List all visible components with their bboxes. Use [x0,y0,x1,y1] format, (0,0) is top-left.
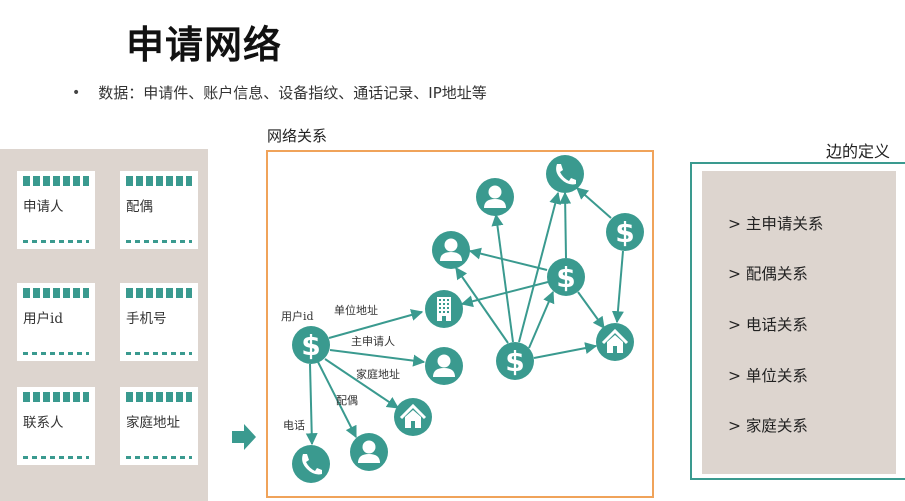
person-icon [425,347,463,385]
edge [559,191,572,259]
label-spouse: 配偶 [336,394,358,407]
entity-card-user-id: 用户id [17,283,95,361]
edge [577,291,605,329]
card-stripe-top [23,176,89,186]
card-stripe-top [126,288,192,298]
edge-item-work: > 单位关系 [728,367,808,385]
edge-spouse [317,361,357,439]
home-icon [595,322,635,362]
entity-panel: 申请人 配偶 用户id 手机号 联系人 家庭地址 [0,149,208,501]
edge [455,267,509,344]
card-stripe-bottom [126,240,192,243]
edge-definition-title: 边的定义 [826,142,891,161]
edge [611,250,624,324]
person-icon [432,231,470,269]
phone-icon [546,155,584,193]
edge-work-address [328,309,424,339]
edge [491,213,514,343]
person-icon [350,433,388,471]
entity-card-label: 联系人 [23,415,64,431]
card-stripe-top [126,392,192,402]
arrow-right-icon [232,424,256,450]
network-edges [305,187,624,446]
card-stripe-bottom [23,240,89,243]
network-frame [266,150,654,498]
edge [533,342,598,359]
card-stripe-bottom [23,352,89,355]
edge-item-spouse: > 配偶关系 [728,265,808,283]
card-stripe-bottom [126,456,192,459]
home-icon [393,397,433,437]
label-user-id: 用户id [281,309,314,323]
card-stripe-top [23,392,89,402]
edge [518,191,562,343]
entity-card-label: 家庭地址 [126,415,180,431]
person-icon [476,178,514,216]
edge-home-address [324,358,399,409]
entity-card-label: 手机号 [126,311,167,327]
data-sources-text: 数据：申请件、账户信息、设备指纹、通话记录、IP地址等 [98,84,487,102]
dollar-icon [547,258,585,296]
entity-card-applicant: 申请人 [17,171,95,249]
edge-phone [305,363,318,446]
edge-definition-frame [690,162,905,480]
edge-main-applicant [329,349,426,367]
dollar-icon [292,326,330,364]
label-work-address: 单位地址 [334,303,378,317]
label-main-applicant: 主申请人 [351,335,395,348]
phone-icon [292,445,330,483]
label-home-address: 家庭地址 [356,367,400,381]
edge [528,290,555,349]
data-sources-bullet: • 数据：申请件、账户信息、设备指纹、通话记录、IP地址等 [72,82,487,103]
bullet-dot: • [72,84,81,101]
label-phone: 电话 [283,419,305,432]
entity-card-label: 用户id [23,311,63,327]
entity-card-spouse: 配偶 [120,171,198,249]
edge-item-main-applicant: > 主申请关系 [728,215,824,233]
edge-definition-panel [702,171,896,474]
page-title: 申请网络 [126,23,283,67]
entity-card-home-address: 家庭地址 [120,387,198,465]
card-stripe-top [126,176,192,186]
dollar-icon [606,213,644,251]
edge-item-home: > 家庭关系 [728,417,808,435]
network-title: 网络关系 [267,127,328,145]
card-stripe-bottom [126,352,192,355]
entity-card-phone-number: 手机号 [120,283,198,361]
entity-card-label: 申请人 [23,199,64,215]
card-stripe-top [23,288,89,298]
edge [576,187,612,219]
card-stripe-bottom [23,456,89,459]
entity-card-label: 配偶 [126,199,153,215]
entity-card-contact: 联系人 [17,387,95,465]
edge-item-phone: > 电话关系 [728,316,808,334]
edge [468,247,548,271]
building-icon [425,290,463,328]
dollar-icon [496,342,534,380]
